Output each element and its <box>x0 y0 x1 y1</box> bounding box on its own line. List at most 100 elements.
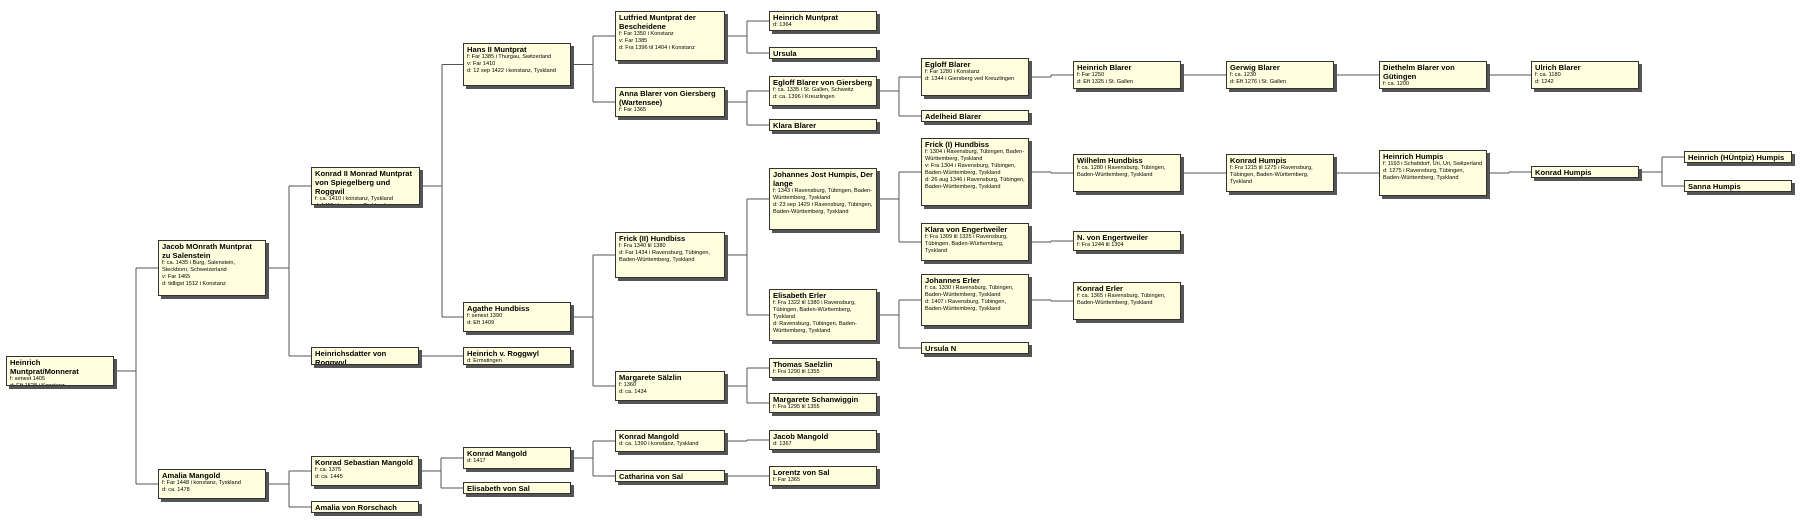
person-detail: f: Fra 1290 til 1355 <box>773 369 820 375</box>
person-detail: f: ca. 1330 i Ravensburg, Tübingen, Bade… <box>925 285 1014 298</box>
person-detail: d: 1275 i Ravensburg, Tübingen, Baden-Wü… <box>1383 168 1465 181</box>
person-name: Johannes Erler <box>925 276 980 285</box>
person-card-elisabeth-von-sal[interactable]: Elisabeth von Sal <box>463 482 571 494</box>
person-detail: f: senest 1405 <box>10 376 46 382</box>
person-name: Gerwig Blarer <box>1230 63 1280 72</box>
person-name: Diethelm Blarer von Gütingen <box>1383 63 1455 81</box>
person-card-anna-blarer-von-giersberg-wartensee[interactable]: Anna Blarer von Giersberg (Wartensee)f: … <box>615 87 725 117</box>
person-name: Ursula <box>773 49 797 58</box>
person-name: Jacob Mangold <box>773 432 829 441</box>
person-name: Sanna Humpis <box>1688 182 1741 191</box>
person-detail: v: Far 1465 <box>162 274 191 280</box>
person-name: Klara von Engertweiler <box>925 225 1008 234</box>
person-name: Heinrichsdatter von Roggwyl <box>315 349 387 365</box>
person-name: Frick (I) Hundbiss <box>925 140 990 149</box>
person-name: Heinrich v. Roggwyl <box>467 349 540 358</box>
person-detail: d: ca. 1445 <box>315 474 343 480</box>
person-detail: d: Eft 1528 i Konstanz <box>10 383 65 386</box>
person-detail: f: ca. 1375 <box>315 467 342 473</box>
person-name: Frick (II) Hundbiss <box>619 234 686 243</box>
person-detail: f: Far 1365 <box>619 107 647 113</box>
person-detail: d: 1417 <box>467 458 486 464</box>
person-detail: f: ca. 1365 i Ravensburg, Tübingen, Bade… <box>1077 293 1166 306</box>
person-name: Elisabeth Erler <box>773 291 827 300</box>
person-detail: d: Far 1434 i Ravensburg, Tübingen, Bade… <box>619 250 711 263</box>
person-detail: d: tidligst 1512 i Konstanz <box>162 281 226 287</box>
person-detail: d: 12 sep 1422 i konstanz, Tyskland <box>467 68 556 74</box>
person-name: Jacob MOnrath Muntprat zu Salenstein <box>162 242 252 260</box>
person-detail: f: ca. 1280 i Ravensburg, Tübingen, Bade… <box>1077 165 1166 178</box>
person-detail: v: Far 1410 <box>467 61 496 67</box>
person-name: Catharina von Sal <box>619 472 684 481</box>
person-name: Heinrich Muntprat <box>773 13 838 22</box>
person-name: Johannes Jost Humpis, Der lange <box>773 170 874 188</box>
person-detail: d: ca. 1396 i Kreuzlingen <box>773 94 835 100</box>
person-card-catharina-von-sal[interactable]: Catharina von Sal <box>615 470 725 482</box>
person-card-adelheid-blarer[interactable]: Adelheid Blarer <box>921 110 1029 122</box>
person-detail: d: 1242 <box>1535 79 1554 85</box>
person-card-klara-blarer[interactable]: Klara Blarer <box>769 119 877 131</box>
person-detail: f: 1343 i Ravensburg, Tübingen, Baden-Wü… <box>773 188 873 201</box>
person-detail: f: ca. 1335 i St. Gallen, Schweitz <box>773 87 854 93</box>
person-name: Konrad Mangold <box>619 432 679 441</box>
person-detail: f: Far 1448 i konstanz, Tyskland <box>162 480 241 486</box>
person-detail: d: 1492 i konstanz, Tyskland <box>315 203 416 204</box>
person-name: Konrad Humpis <box>1535 168 1592 177</box>
person-detail: f: Far 1350 i Konstanz <box>619 31 674 37</box>
person-card-konrad-ii-monrad-muntprat-von-spiegelberg-und-roggwil[interactable]: Konrad II Monrad Muntprat von Spiegelber… <box>311 167 420 205</box>
person-detail: d: Eft 1409 <box>467 320 495 326</box>
person-detail: d: ca. 1434 <box>619 389 647 395</box>
person-detail: f: Fra 1322 til 1380 i Ravensburg, Tübin… <box>773 300 856 320</box>
person-card-sanna-humpis[interactable]: Sanna Humpis <box>1684 180 1792 192</box>
person-detail: d: 26 aug 1346 i Ravensburg, Tübingen, B… <box>925 177 1025 190</box>
person-card-ursula[interactable]: Ursula <box>769 47 877 59</box>
person-name: Margarete Sälzlin <box>619 373 682 382</box>
person-detail: f: ca. 1410 i konstanz, Tyskland <box>315 196 393 202</box>
person-card-konrad-humpis[interactable]: Konrad Humpis <box>1531 166 1639 178</box>
person-card-ursula-n[interactable]: Ursula N <box>921 342 1029 354</box>
person-detail: f: Far 1365 <box>773 477 801 483</box>
person-card-heinrichsdatter-von-roggwyl[interactable]: Heinrichsdatter von Roggwylf: ca. 1416 <box>311 347 419 365</box>
person-card-heinrich-huntpiz-humpis[interactable]: Heinrich (HÜntpiz) Humpis <box>1684 151 1792 163</box>
person-card-amalia-von-rorschach[interactable]: Amalia von Rorschach <box>311 501 419 513</box>
person-detail: d: 1344 i Giersberg ved Kreuzlingen <box>925 76 1015 82</box>
person-detail: f: Fra 1309 til 1325 i Ravensburg, Tübin… <box>925 234 1008 254</box>
person-name: Lutfried Muntprat der Bescheidene <box>619 13 696 31</box>
person-detail: f: ca. 1200 <box>1383 81 1410 87</box>
person-name: Elisabeth von Sal <box>467 484 530 493</box>
